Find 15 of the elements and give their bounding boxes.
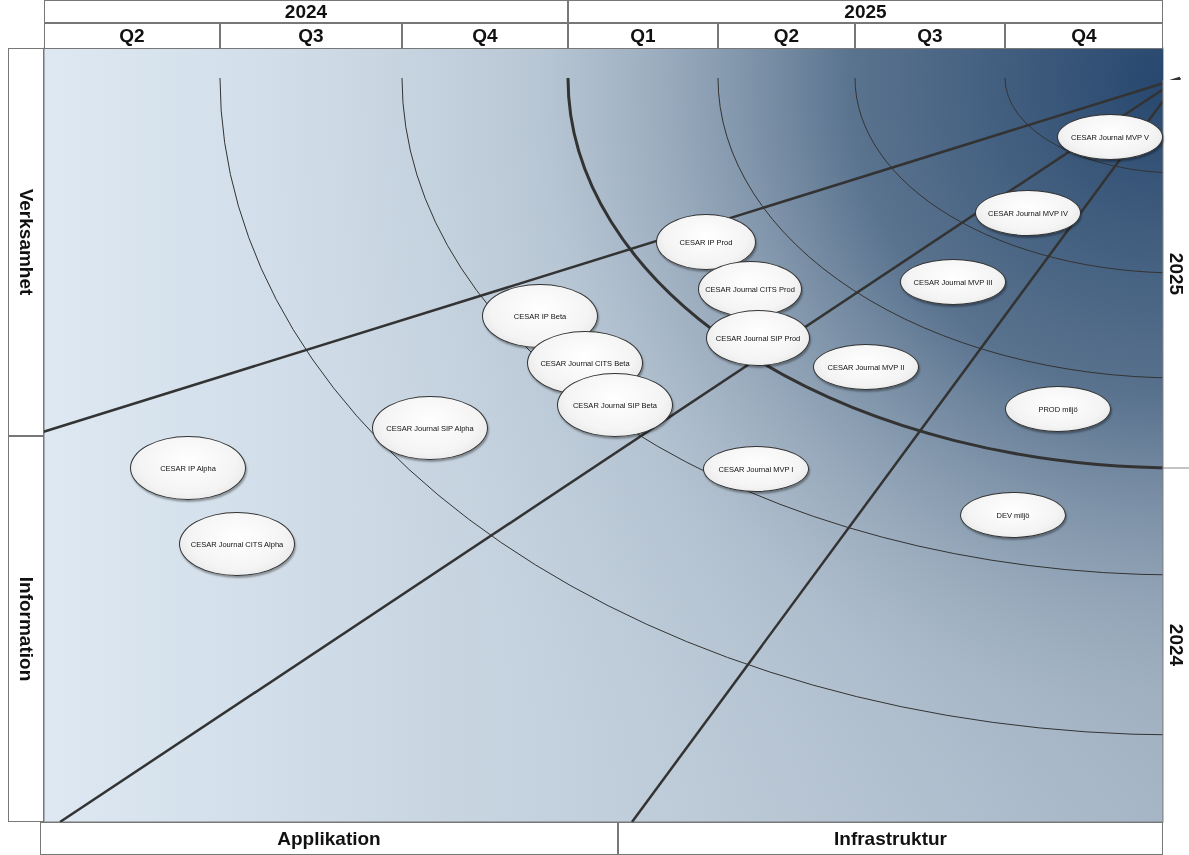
quarter-header: Q2 xyxy=(718,23,855,49)
quarter-header: Q4 xyxy=(1005,23,1163,49)
quarter-header: Q3 xyxy=(220,23,402,49)
year-header: 2025 xyxy=(568,0,1163,23)
quarter-header: Q4 xyxy=(402,23,568,49)
axis-label: 2025 xyxy=(1165,252,1187,296)
quarter-header: Q1 xyxy=(568,23,718,49)
row-header: Information xyxy=(15,576,37,682)
year-header: 2024 xyxy=(44,0,568,23)
quarter-header: Q3 xyxy=(855,23,1005,49)
row-header: Verksamhet xyxy=(15,188,37,296)
axis-label: 2024 xyxy=(1165,623,1187,667)
quarter-header: Q2 xyxy=(44,23,220,49)
column-header: Applikation xyxy=(40,822,618,855)
column-header: Infrastruktur xyxy=(618,822,1163,855)
